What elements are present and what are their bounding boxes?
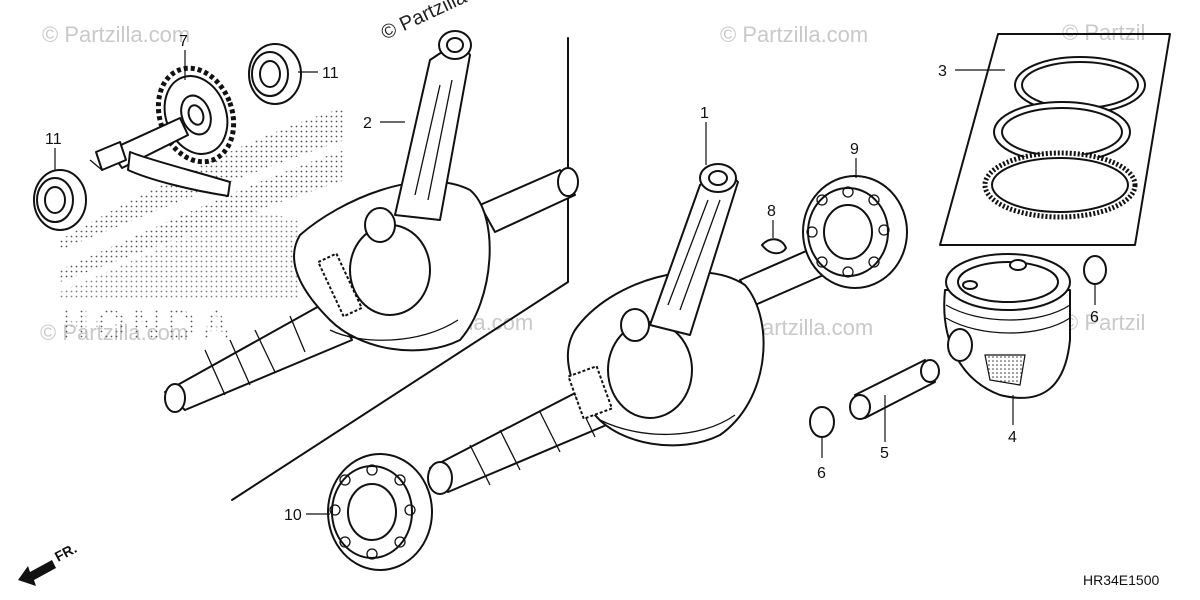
watermark-5: © Partzilla.com: [40, 320, 188, 345]
watermark-3: © Partzilla.com: [720, 22, 868, 47]
callout-9: 9: [850, 141, 859, 158]
leader-lines: [54, 50, 1096, 515]
crankshaft-inset: [164, 30, 579, 413]
bearing-inset-left: [33, 169, 87, 231]
piston-pin: [849, 359, 940, 420]
watermarks: © Partzilla.com © Partzilla © Partzilla.…: [40, 0, 1145, 345]
woodruff-key: [761, 238, 787, 255]
inset-divider: [231, 37, 569, 501]
callout-7: 7: [179, 33, 188, 50]
honda-logo-text: HONDA: [60, 303, 237, 347]
callout-2: 2: [363, 115, 372, 132]
callout-5: 5: [880, 445, 889, 462]
callout-10: 10: [284, 507, 302, 524]
piston-ring-set: [939, 33, 1171, 246]
piston: [943, 253, 1071, 399]
pin-clip-right: [1083, 255, 1107, 285]
front-label: FR.: [52, 540, 79, 565]
diagram-code: HR34E1500: [1083, 572, 1159, 588]
watermark-4: © Partzil: [1062, 20, 1145, 45]
callout-6-right: 6: [1090, 309, 1099, 326]
bearing-inset-top: [248, 43, 302, 105]
callout-1: 1: [700, 105, 709, 122]
gear-balancer: [89, 65, 237, 197]
callout-11-left: 11: [45, 131, 62, 148]
watermark-1: © Partzilla.com: [42, 22, 190, 47]
bearing-left: [327, 453, 433, 571]
callout-11-top: 11: [322, 65, 339, 82]
front-direction-arrow: FR.: [18, 540, 79, 586]
pin-clip-left: [809, 406, 835, 438]
watermark-8: © Partzil: [1062, 310, 1145, 335]
callout-3: 3: [938, 63, 947, 80]
callout-8: 8: [767, 203, 776, 220]
callout-4: 4: [1008, 429, 1017, 446]
callout-6-left: 6: [817, 465, 826, 482]
callouts: 1 2 3 4 5 6 6 7 8 9 10 11 11: [45, 33, 1099, 524]
bearing-right: [802, 175, 908, 289]
crankshaft-main: [427, 163, 839, 495]
